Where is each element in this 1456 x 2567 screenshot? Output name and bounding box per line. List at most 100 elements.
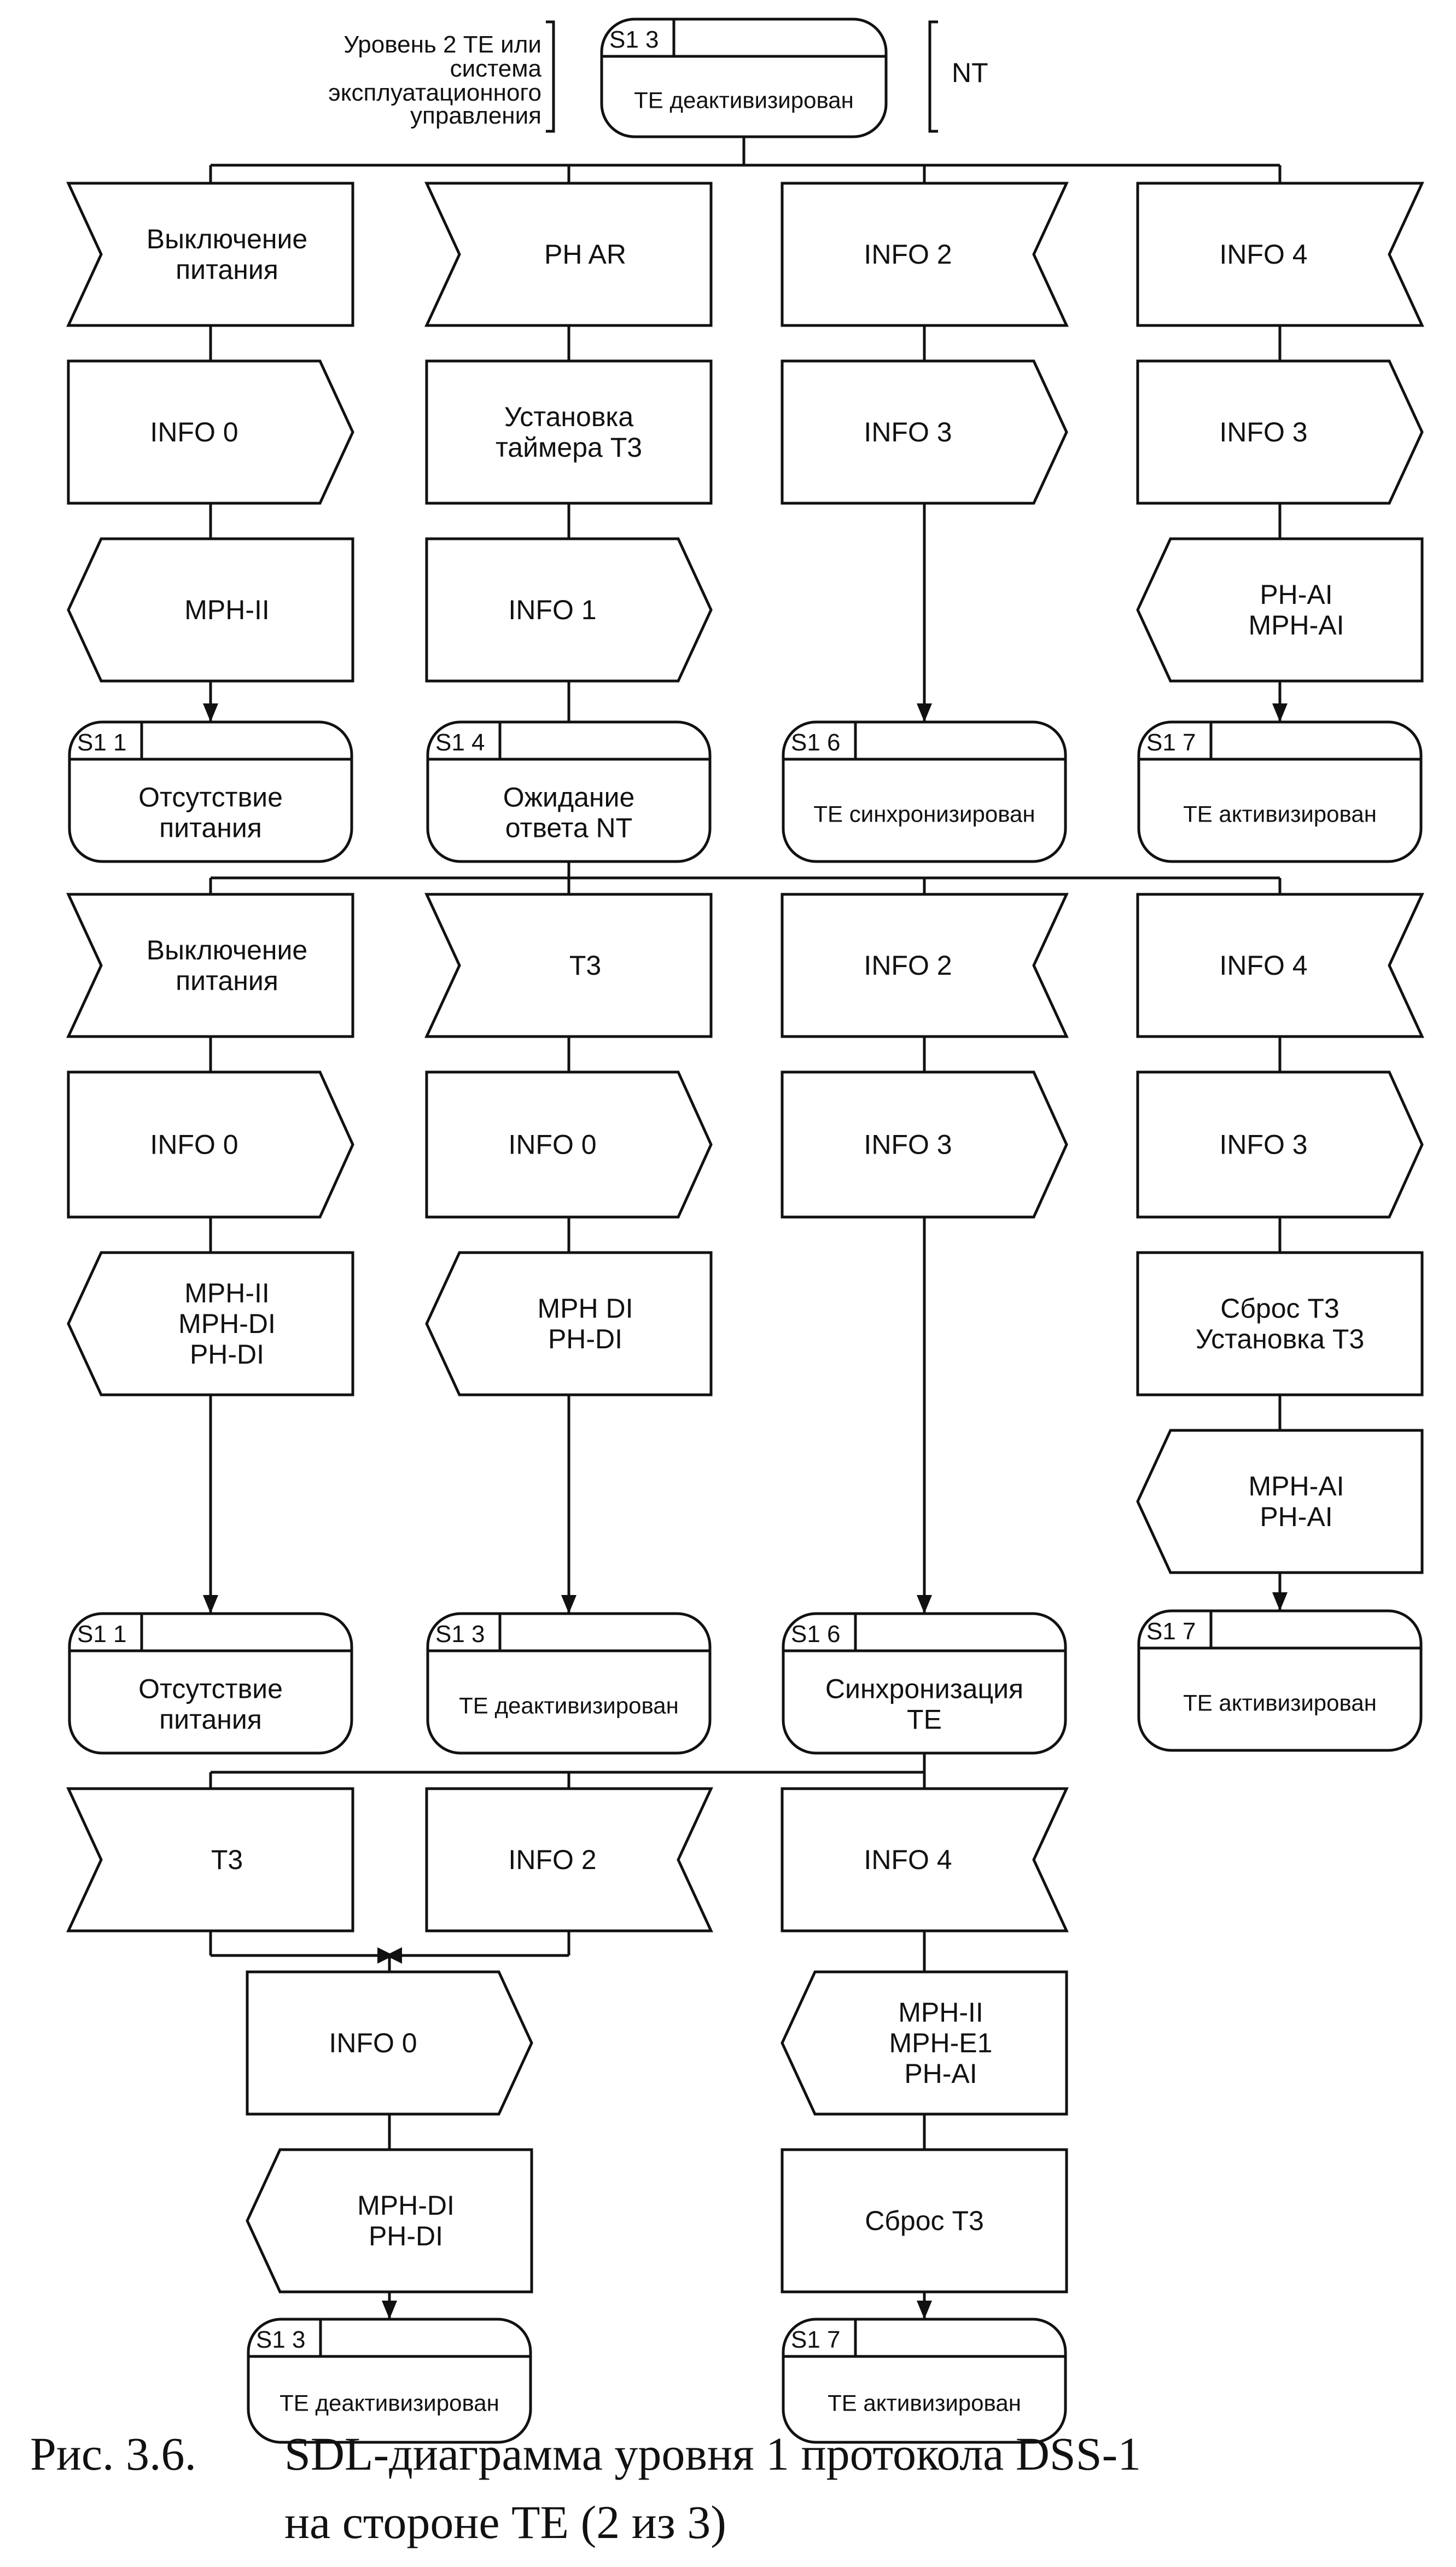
row2-col1-input-shape <box>66 893 354 1038</box>
row2-col4-input-shape <box>1136 893 1424 1038</box>
row1-col3-state-label: TE синхронизирован <box>813 801 1035 827</box>
row2-col3-output-shape <box>781 1070 1068 1219</box>
row3-merge-state-shape <box>247 2318 532 2444</box>
row2-col4-input-label: INFO 4 <box>1219 950 1307 981</box>
arrowhead <box>917 2301 932 2319</box>
row2-col3-state-label: TE <box>907 1704 942 1735</box>
row1-col3-state-number: S1 6 <box>791 729 841 756</box>
row1-col4-state-number: S1 7 <box>1146 729 1196 756</box>
row2-col4-state-label: TE активизирован <box>1183 1690 1377 1716</box>
row2-col4-signal-label: PH-AI <box>1260 1501 1332 1532</box>
row3-right-state-label: TE активизирован <box>828 2390 1021 2416</box>
caption-number: Рис. 3.6. <box>30 2428 196 2480</box>
row3-right-state: S1 7 TE активизирован <box>782 2318 1067 2444</box>
row2-col1-output-shape <box>67 1070 354 1219</box>
row1-col4-output-shape <box>1136 359 1424 505</box>
row2-col3-input-shape <box>781 893 1069 1038</box>
row2-col2-state: S1 3 TE деактивизирован <box>426 1612 712 1755</box>
row2-col2-signal-shape <box>425 1251 713 1396</box>
row2-col3-state-shape <box>782 1612 1067 1755</box>
row1-col4-signal-label: PH-AI <box>1260 579 1332 610</box>
row3-input-2-shape <box>425 1787 713 1932</box>
row1-col3-state: S1 6 TE синхронизирован <box>782 720 1067 863</box>
arrowhead <box>203 703 218 722</box>
row2-col1-state-label: питания <box>159 1704 262 1735</box>
row2-col4-input: INFO 4 <box>1136 893 1424 1038</box>
row1-col4-signal-label: MPH-AI <box>1249 610 1344 641</box>
row1-col2-task-shape <box>425 359 713 505</box>
row1-col1-output-shape <box>67 359 354 505</box>
row2-col1-signal-shape <box>67 1251 354 1396</box>
row3-merge-signal-label: PH-DI <box>369 2221 443 2251</box>
row3-merge-state: S1 3TE деактивизирован <box>247 2318 532 2444</box>
row3-input-3-shape <box>781 1787 1069 1932</box>
row2-col2-state-shape <box>426 1612 712 1755</box>
arrowhead <box>203 1595 218 1614</box>
row2-col4-task-shape <box>1136 1251 1424 1396</box>
state-header-label: TE деактивизирован <box>634 88 854 113</box>
arrowhead <box>1272 703 1288 722</box>
row1-col1-signal: MPH-II <box>67 537 354 683</box>
row1-col3-output-shape <box>781 359 1068 505</box>
row2-col1-state-label: Отсутствие <box>138 1674 283 1704</box>
header-left-label-line-1: Уровень 2 TE или <box>343 31 541 58</box>
arrowhead <box>1272 1592 1288 1611</box>
row3-right-task: Сброс Т3 <box>781 2148 1068 2294</box>
row2-col3-state-label: Синхронизация <box>825 1674 1023 1704</box>
row1-col4-input: INFO 4 <box>1136 182 1424 327</box>
row2-col4-task-label: Сброс Т3 <box>1220 1293 1339 1324</box>
row3-input-2-label: INFO 2 <box>508 1844 596 1875</box>
header-left-label-line-2: система <box>450 55 542 82</box>
row2-col2-state-label: TE деактивизирован <box>459 1693 679 1719</box>
row2-col4-signal-label: MPH-AI <box>1249 1471 1344 1501</box>
row1-col1-state-shape <box>68 720 353 863</box>
row3-merge-output-shape <box>246 1970 533 2116</box>
header-right-bracket <box>928 20 938 133</box>
row2-col1-state-number: S1 1 <box>77 1621 127 1648</box>
row3-merge-state-label: TE деактивизирован <box>279 2390 499 2416</box>
row1-col1-signal-shape <box>67 537 354 683</box>
row2-col3-output-label: INFO 3 <box>864 1130 952 1160</box>
figure-caption: Рис. 3.6. SDL-диаграмма уровня 1 протоко… <box>30 2428 1141 2548</box>
row2-col2-output: INFO 0 <box>425 1070 713 1219</box>
row2-col3-state-number: S1 6 <box>791 1621 841 1648</box>
row3-right-state-number: S1 7 <box>791 2326 841 2353</box>
row2-col1-input-label: питания <box>176 965 278 996</box>
row2-col1-state-shape <box>68 1612 353 1755</box>
row2-col2-state-number: S1 3 <box>435 1621 485 1648</box>
row3-right-task-shape <box>781 2148 1068 2294</box>
row1-col4-state-shape <box>1137 720 1423 863</box>
row2-col3-input-label: INFO 2 <box>864 950 952 981</box>
row3-right-task-label: Сброс Т3 <box>865 2205 984 2236</box>
caption-line-2: на стороне ТЕ (2 из 3) <box>284 2496 726 2548</box>
row2-col3-input: INFO 2 <box>781 893 1069 1038</box>
row2-col4-output-shape <box>1136 1070 1424 1219</box>
connector-lines <box>203 137 1288 2319</box>
row1-col3-output: INFO 3 <box>781 359 1068 505</box>
row1-col4-output-label: INFO 3 <box>1219 417 1307 447</box>
row1-col1-signal-label: MPH-II <box>184 595 270 625</box>
header: Уровень 2 TE или система эксплуатационно… <box>328 20 988 133</box>
row1-col1-input-label: Выключение <box>147 224 308 254</box>
state-header-number: S1 3 <box>609 26 659 53</box>
row2-col4-signal-shape <box>1136 1429 1424 1574</box>
row3-merge-signal-shape <box>246 2148 533 2294</box>
row1-col2-output2-label: INFO 1 <box>508 595 596 625</box>
row1-col2-state-number: S1 4 <box>435 729 485 756</box>
row2-col2-output-label: INFO 0 <box>508 1130 596 1160</box>
arrowhead <box>561 1595 576 1614</box>
arrowhead <box>917 703 932 722</box>
merge-arrow-left <box>386 1947 402 1964</box>
row3-right-state-shape <box>782 2318 1067 2444</box>
row2-col1-input-label: Выключение <box>147 935 308 965</box>
